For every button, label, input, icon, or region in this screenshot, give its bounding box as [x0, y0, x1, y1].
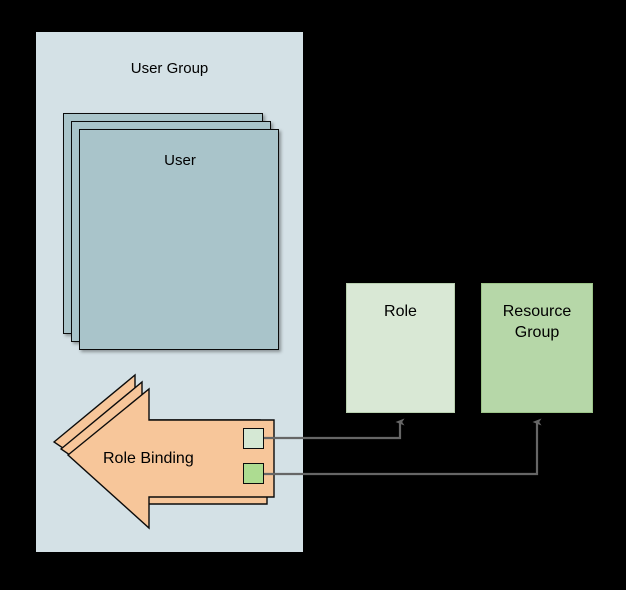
resource-group-port-icon[interactable]: [243, 463, 264, 484]
role-box[interactable]: Role: [346, 283, 455, 413]
user-group-label: User Group: [130, 60, 209, 77]
resource-group-box-label: Resource Group: [482, 301, 592, 343]
user-card-front[interactable]: User: [79, 129, 279, 350]
role-port-icon[interactable]: [243, 428, 264, 449]
resource-group-label-line2: Group: [514, 324, 560, 341]
role-binding-label: Role Binding: [103, 450, 194, 467]
resource-group-box[interactable]: Resource Group: [481, 283, 593, 413]
connector-to-resource-group: [264, 418, 542, 476]
role-box-label: Role: [384, 303, 417, 320]
resource-group-label-line1: Resource: [502, 303, 572, 320]
user-label: User: [164, 152, 196, 169]
